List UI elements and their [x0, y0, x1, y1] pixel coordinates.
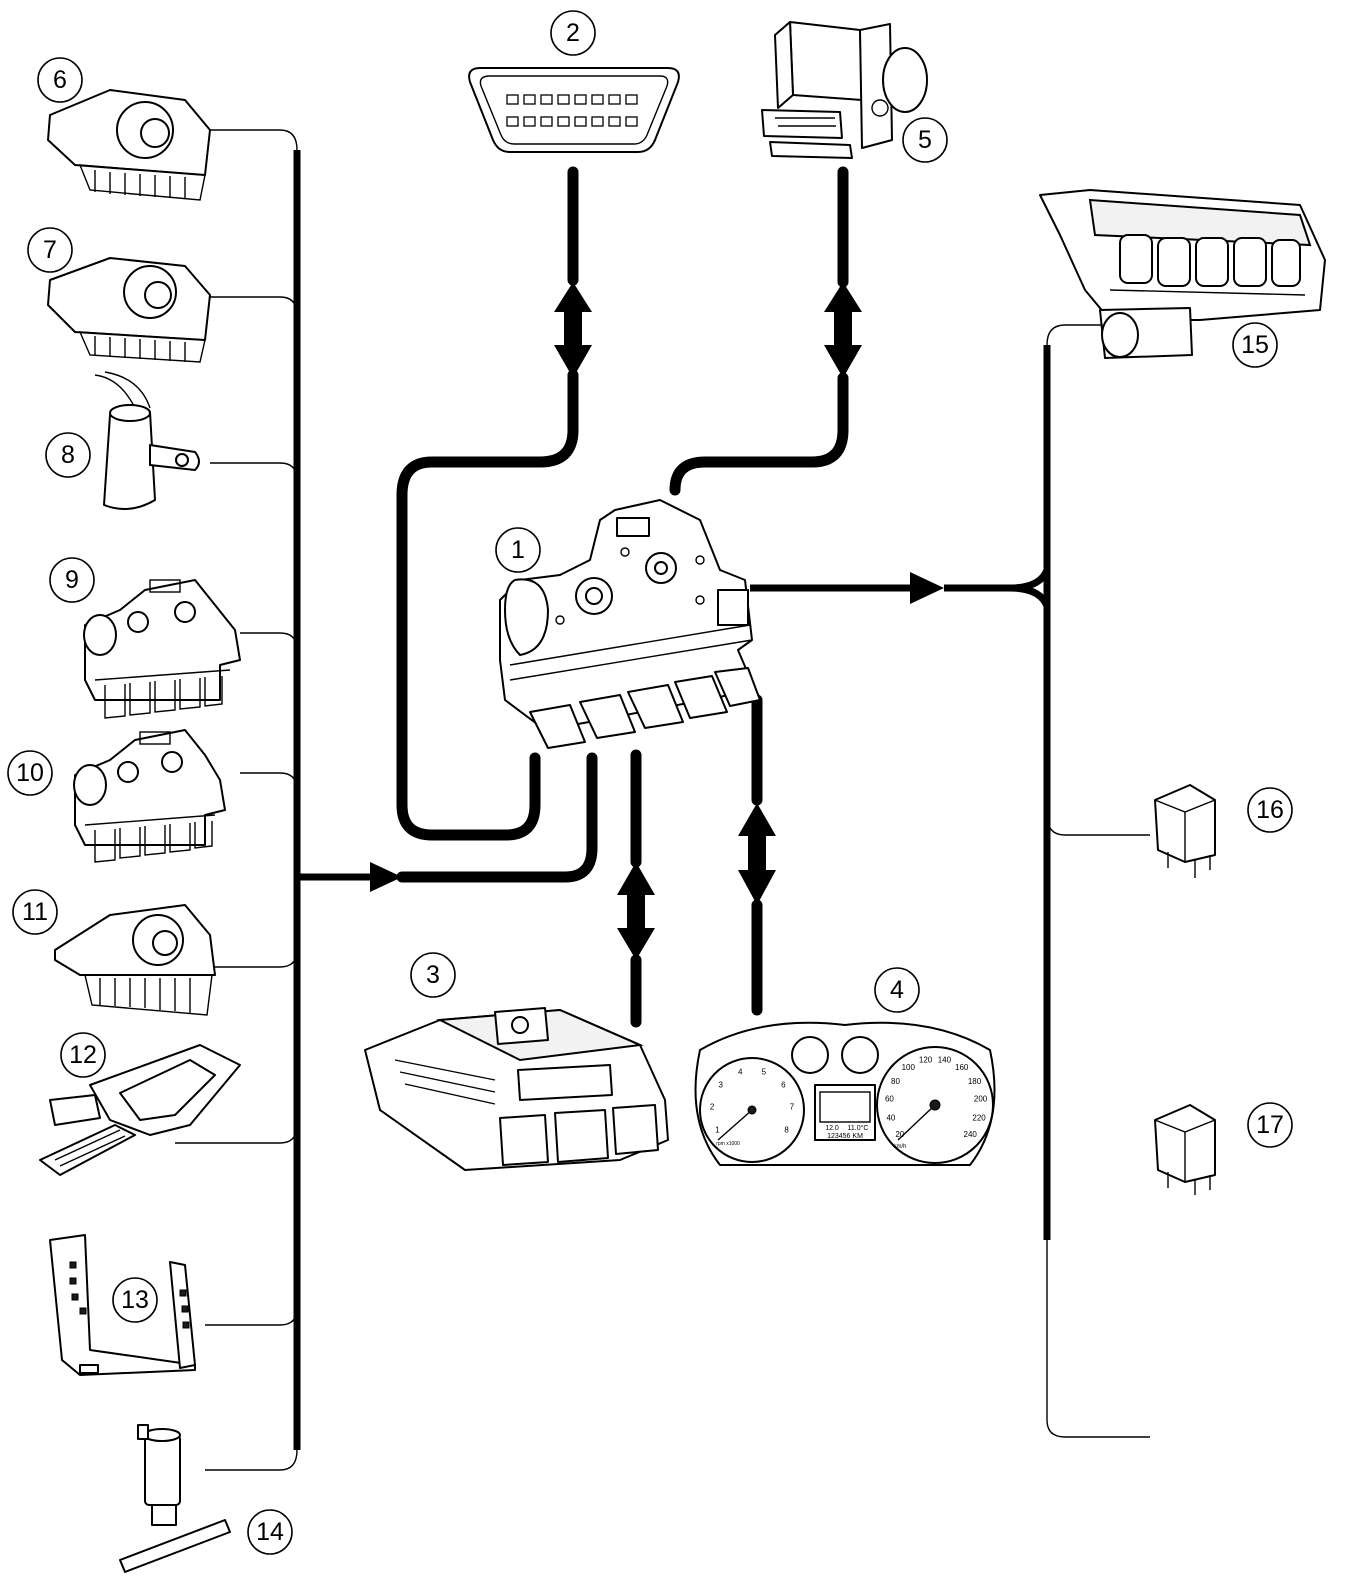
callout-7-label: 7: [43, 236, 57, 264]
callout-13: 13: [113, 1278, 157, 1322]
obd-pin: [575, 95, 586, 104]
temp-left-readout: 12.0: [825, 1125, 839, 1132]
callout-14: 14: [248, 1510, 292, 1554]
callout-2-label: 2: [566, 19, 580, 47]
callout-16: 16: [1248, 788, 1292, 832]
gauge-tick-label: 6: [781, 1081, 786, 1090]
relay-icon: [1155, 1105, 1215, 1195]
obd-pin: [507, 117, 518, 126]
gauge-tick-label: 1: [715, 1126, 720, 1135]
obd-pin: [626, 95, 637, 104]
callout-12-label: 12: [69, 1041, 97, 1069]
callout-6-label: 6: [53, 66, 67, 94]
callout-13-label: 13: [121, 1286, 149, 1314]
gauge-tick-label: 5: [762, 1067, 767, 1076]
arrow-to-outputs: [910, 572, 944, 604]
obd-pin: [575, 117, 586, 126]
obd-pin: [541, 117, 552, 126]
gauge-tick-label: 160: [955, 1063, 969, 1072]
gear-actuator-icon: [48, 258, 210, 362]
callout-14-label: 14: [256, 1518, 284, 1546]
callout-4-label: 4: [890, 976, 904, 1004]
obd-pin: [626, 117, 637, 126]
callout-2: 2: [551, 11, 595, 55]
gauge-tick-label: 180: [968, 1077, 982, 1086]
selector-module-icon: [74, 730, 225, 862]
gear-actuator-icon: [55, 905, 215, 1015]
gear-actuator-icon: [48, 90, 210, 200]
obd-pin: [592, 95, 603, 104]
callout-4: 4: [875, 968, 919, 1012]
odometer-readout: 123456 KM: [827, 1133, 863, 1140]
callout-11-label: 11: [22, 898, 48, 926]
gauge-tick-label: 40: [886, 1114, 895, 1123]
right-bus: [750, 325, 1150, 1437]
relay-icon: [1155, 785, 1215, 878]
callout-3-label: 3: [426, 961, 440, 989]
selector-module-icon: [84, 580, 240, 718]
obd-pin: [609, 117, 620, 126]
gauge-tick-label: 60: [885, 1095, 894, 1104]
gauge-tick-label: 140: [938, 1056, 952, 1065]
gauge-tick-label: 200: [974, 1095, 988, 1104]
obd-pin: [541, 95, 552, 104]
callout-3: 3: [411, 953, 455, 997]
engine-ecu-icon: [365, 1008, 668, 1170]
callout-17: 17: [1248, 1103, 1292, 1147]
callout-1-label: 1: [511, 536, 525, 564]
callout-15-label: 15: [1241, 331, 1269, 359]
callout-9: 9: [50, 558, 94, 602]
callout-5: 5: [903, 118, 947, 162]
obd-pin: [524, 117, 535, 126]
gauge-tick-label: 120: [919, 1056, 933, 1065]
obd-pin: [558, 117, 569, 126]
callout-15: 15: [1233, 323, 1277, 367]
speed-unit-label: km/h: [893, 1144, 906, 1150]
callout-8: 8: [46, 433, 90, 477]
gauge-tick-label: 4: [738, 1067, 743, 1076]
obd-pin: [558, 95, 569, 104]
callout-1: 1: [496, 528, 540, 572]
callout-17-label: 17: [1256, 1111, 1284, 1139]
gauge-tick-label: 240: [964, 1130, 978, 1139]
gauge-tick-label: 100: [902, 1063, 916, 1072]
obd-pin: [592, 117, 603, 126]
callout-12: 12: [61, 1033, 105, 1077]
callout-7: 7: [28, 228, 72, 272]
callout-11: 11: [13, 890, 57, 934]
abs-unit-icon: [762, 22, 927, 158]
obd-pin: [524, 95, 535, 104]
callout-8-label: 8: [61, 441, 75, 469]
gauge-tick-label: 2: [710, 1103, 715, 1112]
diagnostic-connector-icon: [469, 68, 679, 152]
callout-9-label: 9: [65, 566, 79, 594]
callout-16-label: 16: [1256, 796, 1284, 824]
temp-right-readout: 11.0°C: [848, 1124, 869, 1132]
rpm-unit-label: rpm x1000: [716, 1141, 740, 1147]
gauge-tick-label: 7: [790, 1103, 795, 1112]
gauge-tick-label: 80: [891, 1077, 900, 1086]
gauge-tick-label: 220: [972, 1114, 986, 1123]
callout-10-label: 10: [16, 759, 44, 787]
obd-pin: [507, 95, 518, 104]
control-module-icon: [500, 500, 760, 748]
hydraulic-valve-block-icon: [1040, 190, 1325, 358]
obd-pin: [609, 95, 620, 104]
gauge-tick-label: 3: [718, 1081, 723, 1090]
callout-10: 10: [8, 751, 52, 795]
pressure-switch-icon: [120, 1425, 230, 1572]
gauge-tick-label: 8: [784, 1126, 789, 1135]
callout-6: 6: [38, 58, 82, 102]
callout-5-label: 5: [918, 126, 932, 154]
speed-sensor-icon: [95, 372, 199, 509]
gauge-tick-label: 20: [895, 1130, 904, 1139]
